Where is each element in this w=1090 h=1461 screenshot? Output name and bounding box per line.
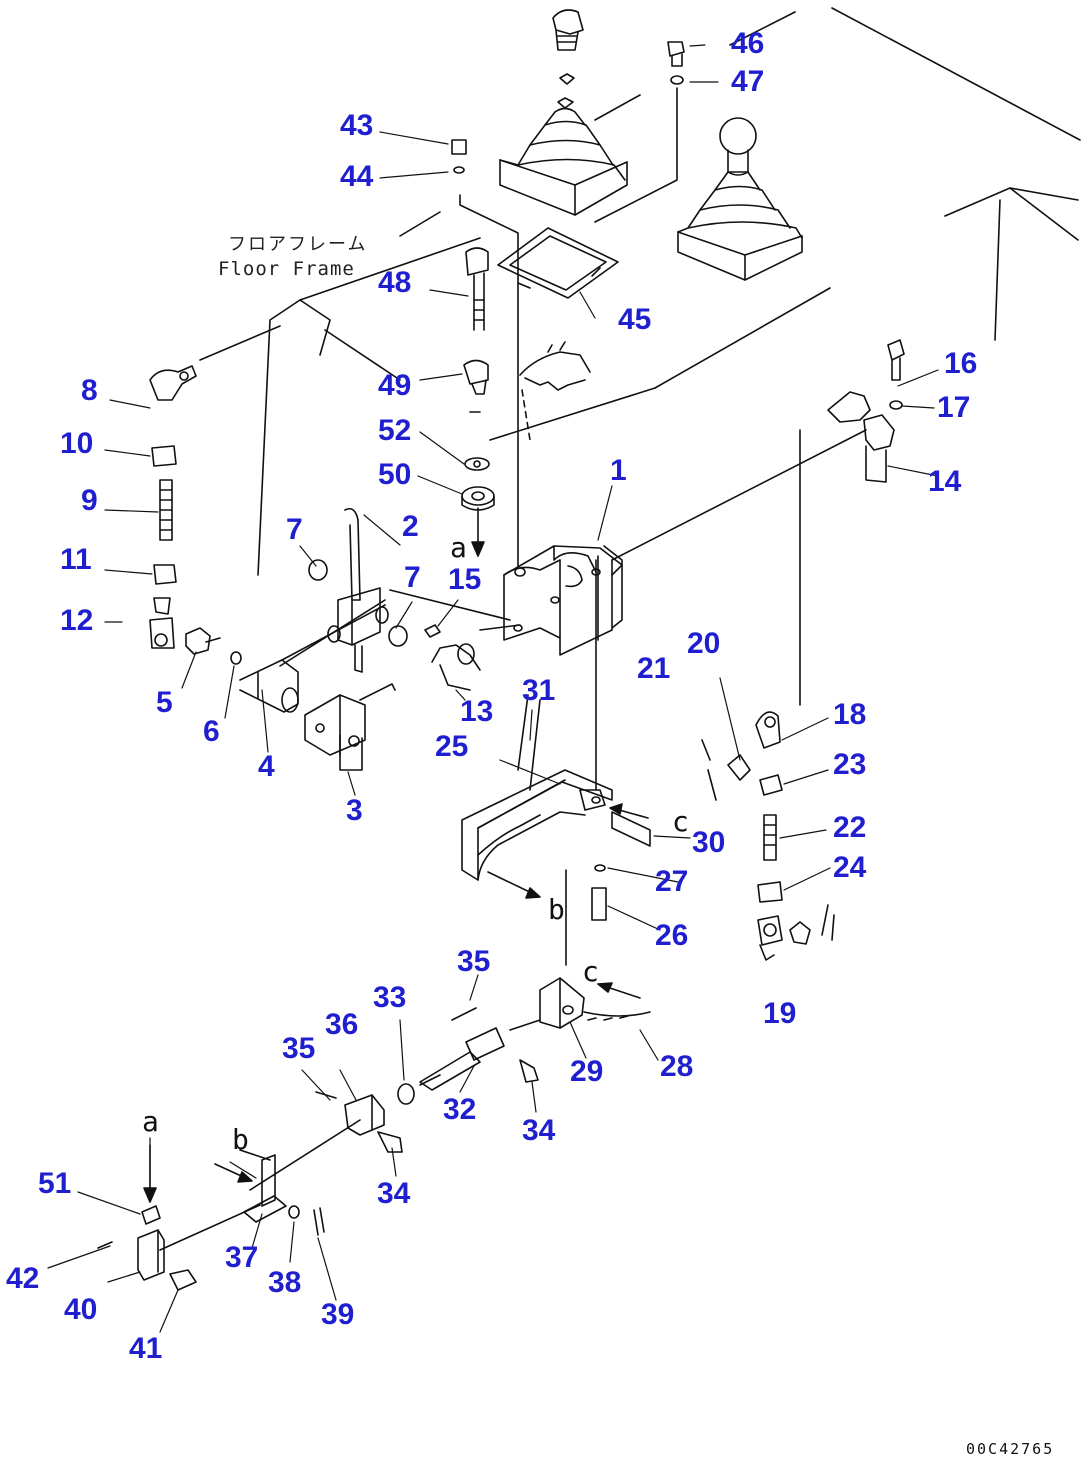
callout-50: 50 [378,458,412,491]
callout-45: 45 [618,303,652,336]
callout-30: 30 [692,826,726,859]
callout-49: 49 [378,369,412,402]
view-marker-a-bottom: a [142,1105,159,1138]
bolt-and-washer-stack [461,247,495,511]
cover-plate [497,227,619,299]
callout-17: 17 [937,391,971,424]
callout-33: 33 [373,981,407,1014]
callout-41: 41 [129,1332,163,1365]
clevis-joint [315,1091,403,1153]
callout-44: 44 [340,160,374,193]
callout-7b: 7 [404,561,421,594]
cross-shaft [239,604,386,713]
callout-37: 37 [225,1241,259,1274]
callout-42: 42 [6,1262,40,1295]
callout-46: 46 [731,27,765,60]
callout-5: 5 [156,686,173,719]
main-bracket [503,545,623,656]
callout-43: 43 [340,109,374,142]
lower-bracket [243,1154,325,1236]
view-marker-a-top: a [450,531,467,564]
support-bracket [461,694,651,921]
callout-27: 27 [655,865,689,898]
callout-40: 40 [64,1293,98,1326]
callout-15: 15 [448,563,482,596]
callout-38: 38 [268,1266,302,1299]
callout-14: 14 [928,465,962,498]
callout-35a: 35 [457,945,491,978]
lower-linkage [539,977,651,1029]
callout-32: 32 [443,1093,477,1126]
callout-9: 9 [81,484,98,517]
callout-28: 28 [660,1050,694,1083]
callout-52: 52 [378,414,412,447]
callout-26: 26 [655,919,689,952]
callout-1: 1 [610,454,627,487]
callout-23: 23 [833,748,867,781]
callout-21: 21 [637,652,671,685]
callout-19: 19 [763,997,797,1030]
callout-6: 6 [203,715,220,748]
callout-13: 13 [460,695,494,728]
callout-7a: 7 [286,513,303,546]
floor-frame-label-en: Floor Frame [218,258,355,280]
callout-48: 48 [378,266,412,299]
callout-39: 39 [321,1298,355,1331]
callout-12: 12 [60,604,94,637]
floor-frame-outline [257,7,1081,576]
adjuster-rod [397,1007,539,1105]
view-arrows [143,507,649,1203]
lever-boot-right [677,117,803,281]
callout-11: 11 [60,543,92,576]
view-marker-c-top: c [672,805,689,838]
callout-18: 18 [833,698,867,731]
callout-20: 20 [687,627,721,660]
grommet-fragment [519,341,591,441]
callout-16: 16 [944,347,978,380]
view-marker-c-bottom: c [582,955,599,988]
view-marker-b-bottom: b [232,1123,249,1156]
lever-bracket [304,683,396,771]
callout-34a: 34 [522,1114,556,1147]
callout-47: 47 [731,65,765,98]
lever-boot-left [499,107,628,216]
callout-24: 24 [833,851,867,884]
callout-29: 29 [570,1055,604,1088]
callout-2: 2 [402,510,419,543]
callout-31: 31 [522,674,556,707]
callout-36: 36 [325,1008,359,1041]
right-rod-end-stack [701,339,905,961]
callout-25: 25 [435,730,469,763]
clevis-yoke [424,624,481,691]
left-rod-end-stack [149,365,242,665]
callout-10: 10 [60,427,94,460]
callout-35b: 35 [282,1032,316,1065]
floor-frame-label-jp: フロアフレーム [228,234,368,255]
callout-3: 3 [346,794,363,827]
callout-22: 22 [833,811,867,844]
drawing-code: 00C42765 [966,1440,1055,1458]
bottom-block [97,1205,197,1291]
callout-34b: 34 [377,1177,411,1210]
view-marker-b-top: b [548,893,565,926]
callout-51: 51 [38,1167,72,1200]
callout-8: 8 [81,374,98,407]
lever-knob-top [552,9,584,109]
small-fasteners-top [451,41,685,569]
callout-4: 4 [258,750,275,783]
leader-lines [47,44,939,1333]
linkage-rods [159,325,867,1251]
